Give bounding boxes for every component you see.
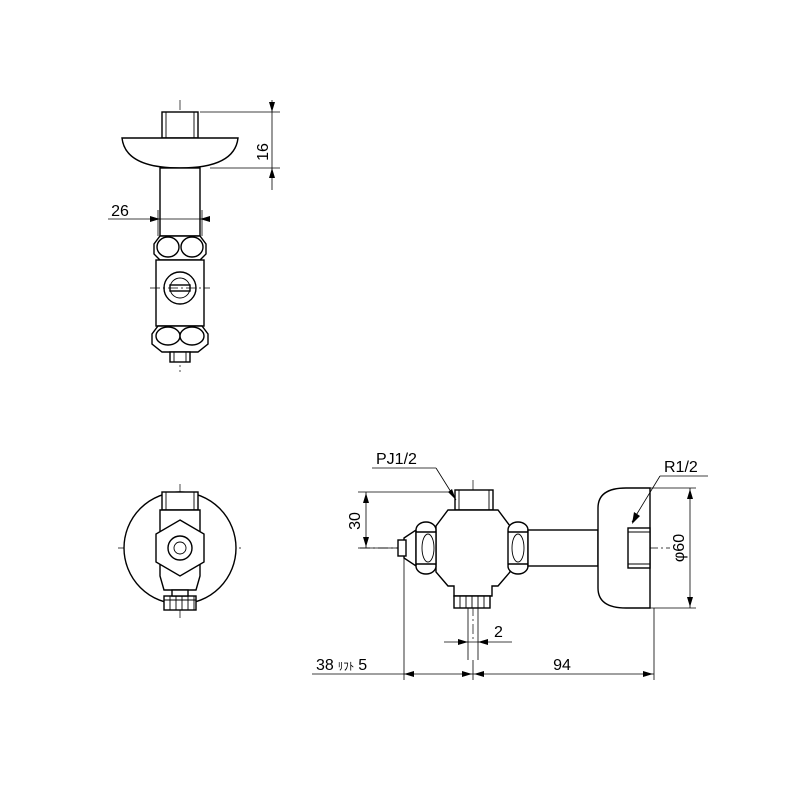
side-top-nipple [454,489,494,511]
front-view [118,484,244,618]
top-thread-nipple [161,111,199,139]
r-thread-label: R1/2 [664,459,698,476]
dim-38-main: 38 [316,657,334,674]
side-view: PJ1/2 R1/2 30 φ60 2 [312,451,708,680]
top-view: 16 26 [108,100,280,372]
pj-thread-label: PJ1/2 [376,451,417,468]
side-valve-body [435,509,511,597]
dim-38-tail: 5 [358,657,367,674]
front-knurled-knob [163,595,197,611]
outlet-end [169,351,191,363]
dim-94-label: 94 [553,657,571,674]
dim-16-label: 16 [255,143,272,161]
dim-30-label: 30 [347,512,364,530]
dim-26-label: 26 [111,203,129,220]
side-pipe [527,529,599,567]
dim-diameter-label: φ60 [671,534,688,562]
dim-2-label: 2 [494,624,503,641]
side-r-thread [627,527,651,569]
supply-pipe [159,167,201,237]
dim-38-kana: ﾘﾌﾄ [338,661,355,673]
escutcheon-flange [121,137,239,169]
dim-38-label: 38 ﾘﾌﾄ 5 [316,657,367,674]
